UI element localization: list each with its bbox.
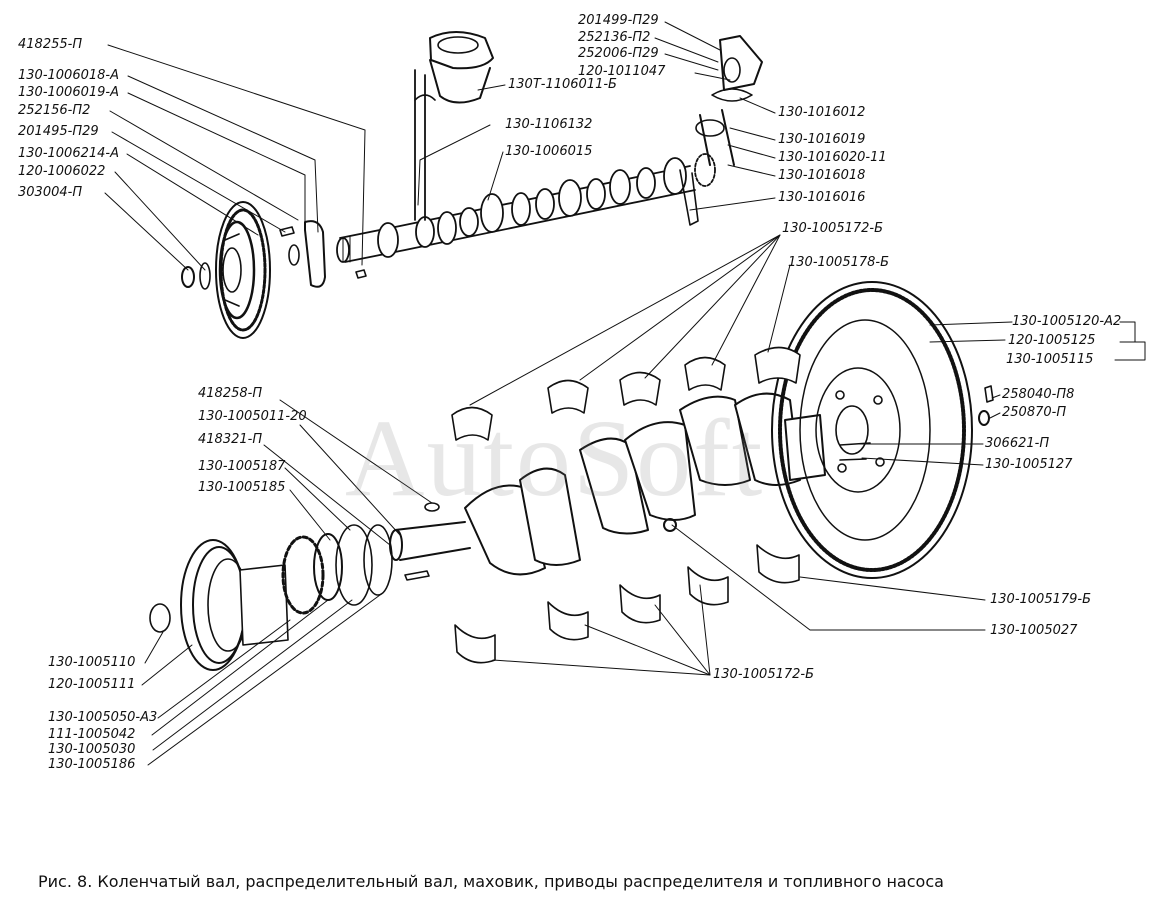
leader-lines [104,21,1146,766]
fuel-pump [414,31,494,221]
part-label-1006015: 130-1006015 [505,144,593,159]
part-label-252006: 252006-П29 [578,46,659,61]
part-label-418258: 418258-П [198,386,263,401]
part-label-1005115: 130-1005115 [1006,352,1094,367]
part-label-1005042: 111-1005042 [48,727,136,742]
part-label-1005186: 130-1005186 [48,757,136,772]
part-label-1011047: 120-1011047 [578,64,666,79]
part-label-1005110: 130-1005110 [48,655,136,670]
part-label-306621: 306621-П [985,436,1050,451]
camshaft-gear [215,201,271,339]
camshaft-key [355,269,367,279]
oil-thrower-set [281,524,393,615]
part-label-201499: 201499-П29 [578,13,659,28]
bearing-shells [451,346,801,664]
thrust-plate [279,220,326,288]
part-label-1016019: 130-1016019 [778,132,866,147]
distributor-drive [679,35,763,226]
part-label-258040: 258040-П8 [1002,387,1075,402]
part-label-201495: 201495-П29 [18,124,99,139]
camshaft [336,153,716,263]
flywheel [771,281,973,579]
part-label-418255: 418255-П [18,37,83,52]
crank-pulley [149,539,289,671]
gear-nut-washer [181,262,211,290]
watermark-text: AutoSoft [345,397,765,519]
part-label-1005172-bottom: 130-1005172-Б [713,667,815,682]
part-label-252136: 252136-П2 [578,30,651,45]
part-label-1005178: 130-1005178-Б [788,255,890,270]
crankshaft [389,392,826,576]
part-label-1005030: 130-1005030 [48,742,136,757]
part-label-1016020-11: 130-1016020-11 [778,150,887,165]
part-label-1006018: 130-1006018-А [18,68,119,83]
part-label-1106132: 130-1106132 [505,117,593,132]
flywheel-bolt-nut [839,385,994,461]
part-label-1005187: 130-1005187 [198,459,286,474]
part-label-1005127: 130-1005127 [985,457,1073,472]
part-label-1005179: 130-1005179-Б [990,592,1092,607]
part-label-1016018: 130-1016018 [778,168,866,183]
part-label-1006022: 120-1006022 [18,164,106,179]
part-label-252156: 252156-П2 [18,103,91,118]
part-label-1006214: 130-1006214-А [18,146,119,161]
part-label-1005111: 120-1005111 [48,677,136,692]
part-label-1005185: 130-1005185 [198,480,286,495]
part-label-1006019: 130-1006019-А [18,85,119,100]
part-label-1005120: 130-1005120-А2 [1012,314,1122,329]
part-label-1005027: 130-1005027 [990,623,1078,638]
part-label-303004: 303004-П [18,185,83,200]
part-label-1016016: 130-1016016 [778,190,866,205]
part-label-1005125: 120-1005125 [1008,333,1096,348]
figure-caption: Рис. 8. Коленчатый вал, распределительны… [38,872,944,891]
crankshaft-key [404,570,430,581]
part-label-1005172-top: 130-1005172-Б [782,221,884,236]
part-label-1005050: 130-1005050-А3 [48,710,158,725]
part-label-250870: 250870-П [1002,405,1067,420]
part-label-1016012: 130-1016012 [778,105,866,120]
part-label-418321: 418321-П [198,432,263,447]
part-label-1106011: 130Т-1106011-Б [508,77,617,92]
part-label-1005011-20: 130-1005011-20 [198,409,307,424]
